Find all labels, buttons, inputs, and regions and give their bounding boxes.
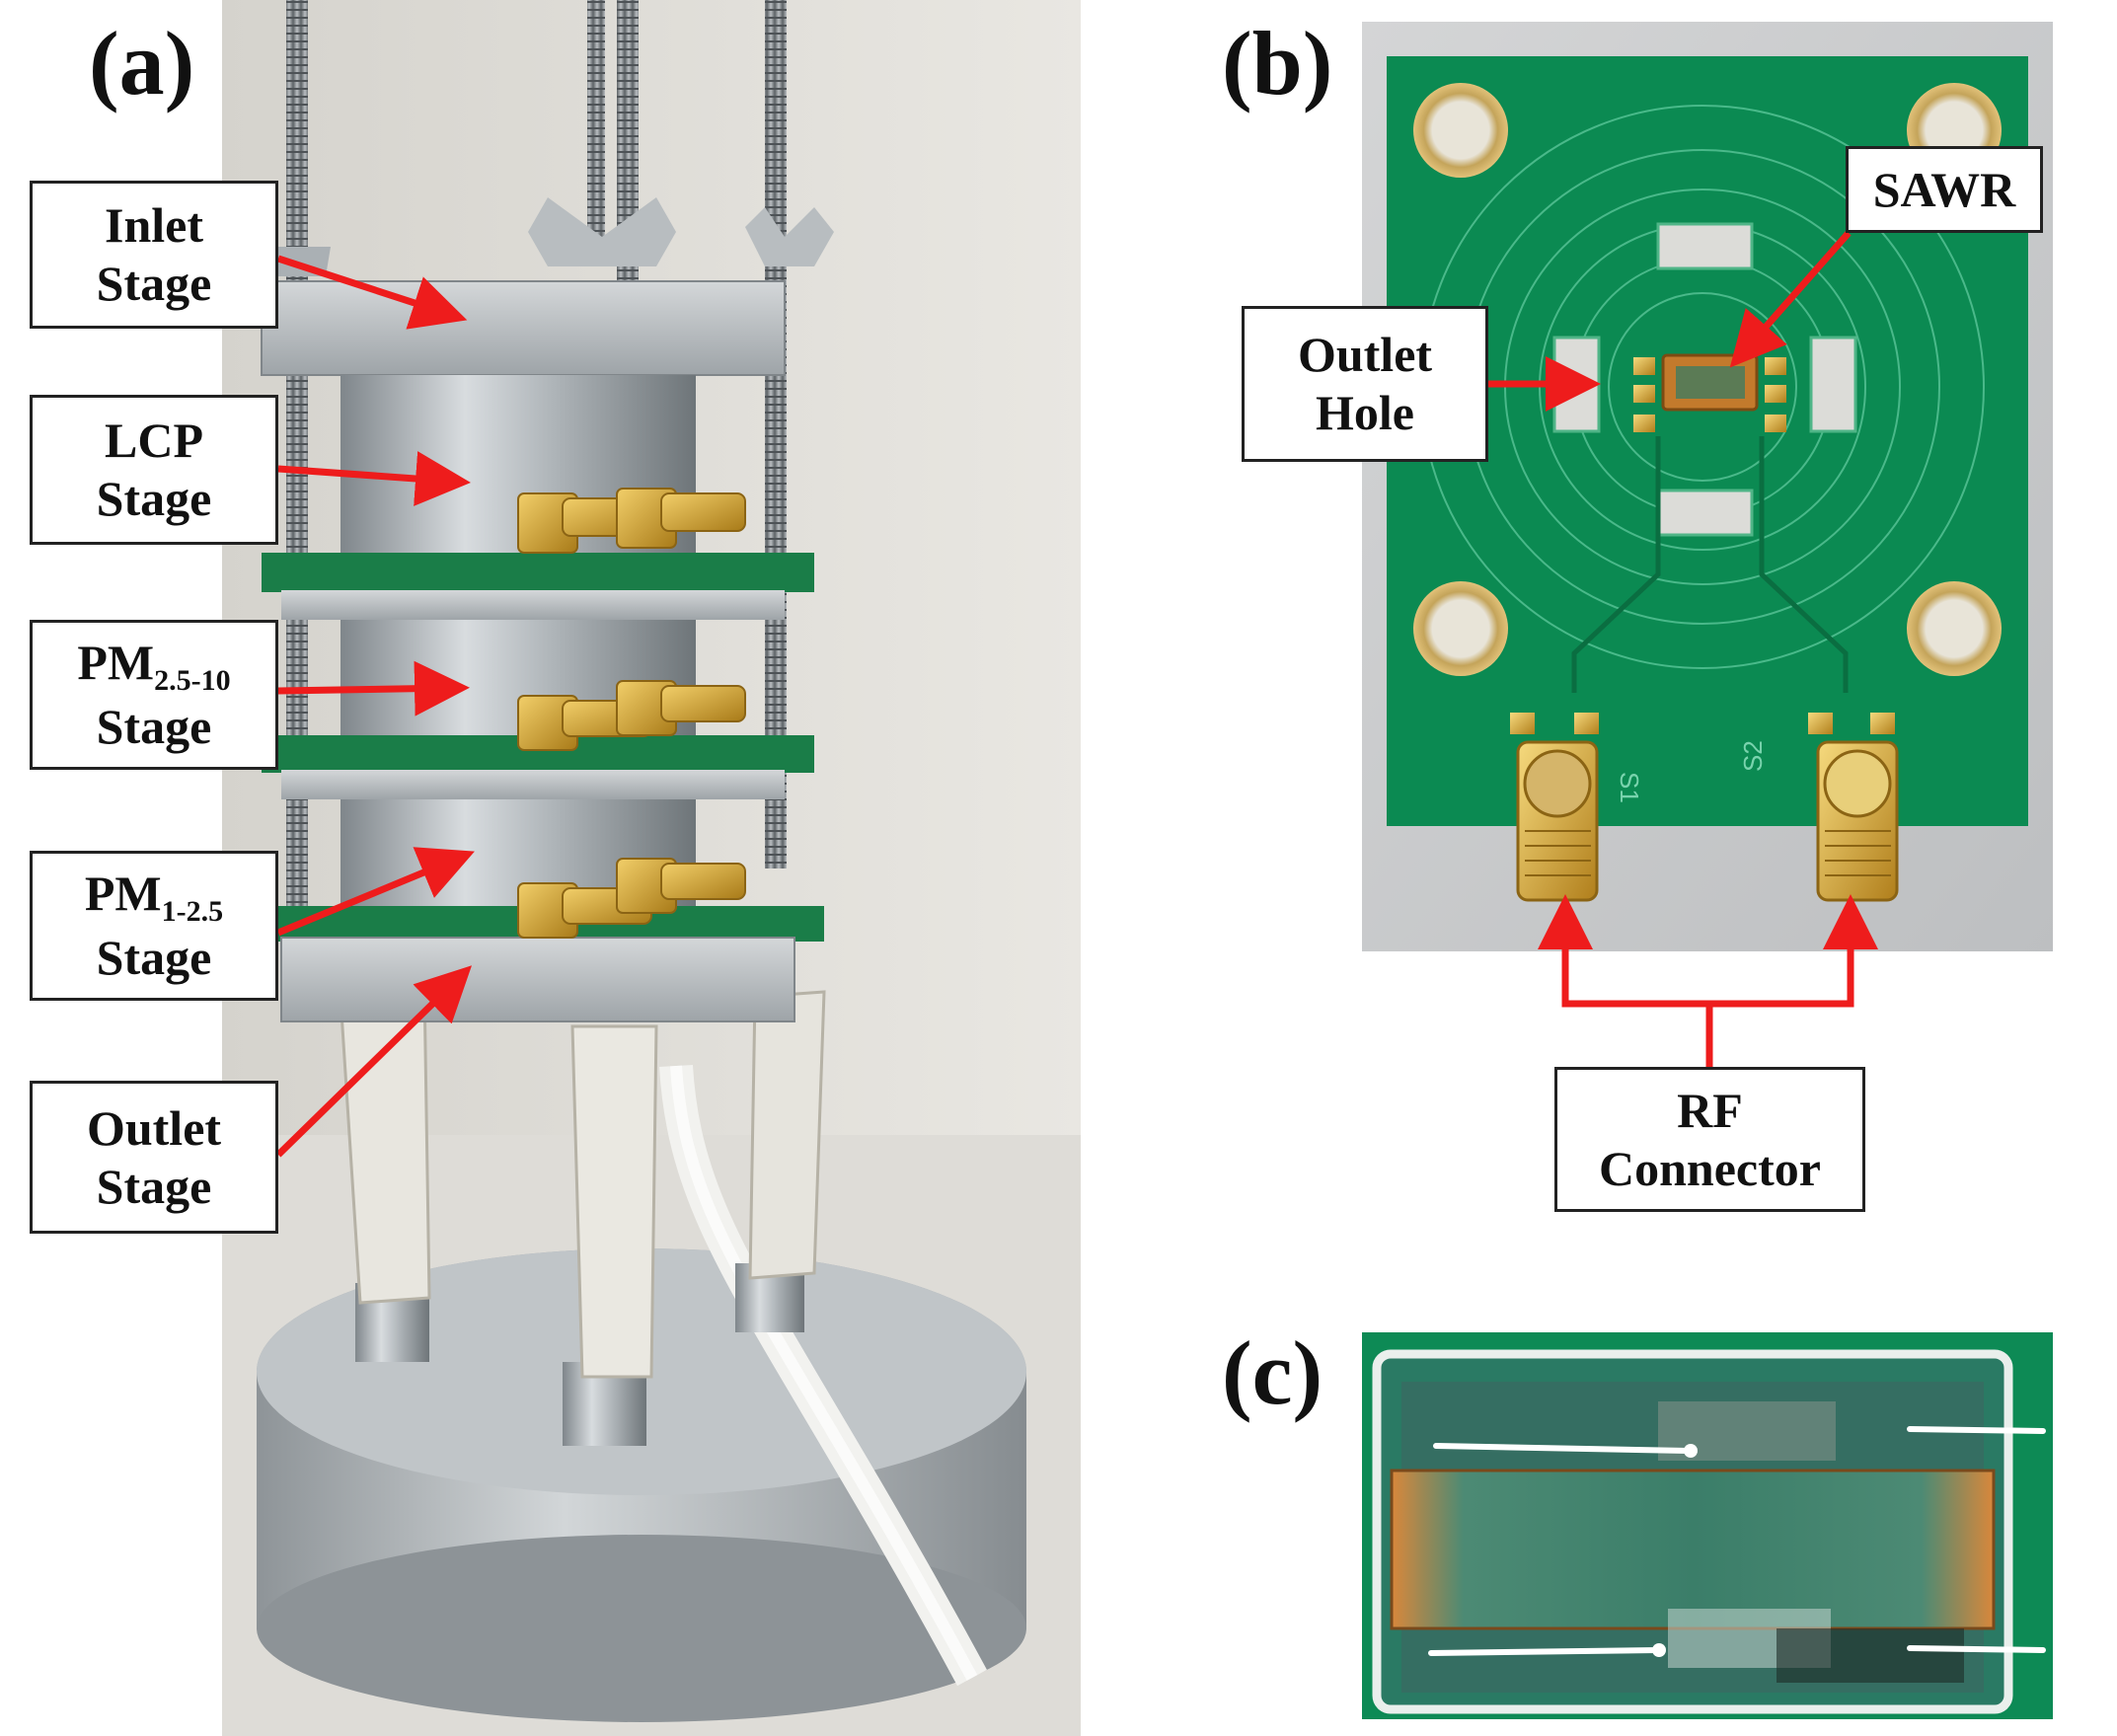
label-pm1-25-line2: Stage: [96, 930, 212, 986]
sawr-closeup-illustration: [1362, 1332, 2053, 1719]
label-outlet-stage: Outlet Stage: [30, 1081, 278, 1234]
label-outlet-hole: Outlet Hole: [1242, 306, 1488, 462]
label-lcp-line1: LCP: [105, 413, 203, 468]
label-pm25-10-line1: PM2.5-10: [77, 634, 231, 697]
arrow-inlet-stage: [276, 255, 468, 330]
panel-b-letter: (b): [1222, 13, 1333, 113]
label-pm1-25-stage: PM1-2.5 Stage: [30, 851, 278, 1001]
label-pm25-10-stage: PM2.5-10 Stage: [30, 620, 278, 770]
arrow-rf-connector-bracket: [1561, 918, 1713, 1067]
label-pm1-25-line1: PM1-2.5: [84, 865, 224, 928]
label-pm25-10-line2: Stage: [96, 699, 212, 755]
label-outlet-hole-line1: Outlet: [1297, 327, 1433, 382]
silk-s2-label: S2: [1738, 740, 1768, 772]
silk-s1-label: S1: [1615, 772, 1644, 803]
label-sawr-text: SAWR: [1872, 161, 2016, 217]
photo-c-sawr-closeup: [1362, 1332, 2053, 1719]
label-rf-line2: Connector: [1599, 1140, 1821, 1196]
arrow-lcp-stage: [277, 451, 471, 506]
panel-c-letter: (c): [1222, 1322, 1323, 1423]
label-outlet-hole-line2: Hole: [1316, 385, 1414, 440]
arrow-sawr: [1729, 230, 1852, 368]
label-outlet-line2: Stage: [96, 1158, 212, 1214]
arrow-outlet-stage: [275, 965, 473, 1158]
label-rf-connector: RF Connector: [1554, 1067, 1865, 1212]
impactor-illustration: [222, 0, 1081, 1736]
label-inlet-line2: Stage: [96, 256, 212, 311]
label-lcp-line2: Stage: [96, 471, 212, 526]
arrow-pm25-10-stage: [277, 660, 470, 717]
label-inlet-line1: Inlet: [105, 197, 203, 253]
label-sawr: SAWR: [1846, 146, 2043, 233]
panel-a-letter: (a): [89, 13, 195, 113]
arrow-pm1-25-stage: [276, 847, 475, 937]
label-lcp-stage: LCP Stage: [30, 395, 278, 545]
arrow-rf-connector-right: [1709, 894, 1878, 1008]
photo-a-impactor-assembly: [222, 0, 1081, 1736]
label-rf-line1: RF: [1677, 1082, 1743, 1138]
label-inlet-stage: Inlet Stage: [30, 181, 278, 329]
label-outlet-line1: Outlet: [86, 1099, 222, 1156]
